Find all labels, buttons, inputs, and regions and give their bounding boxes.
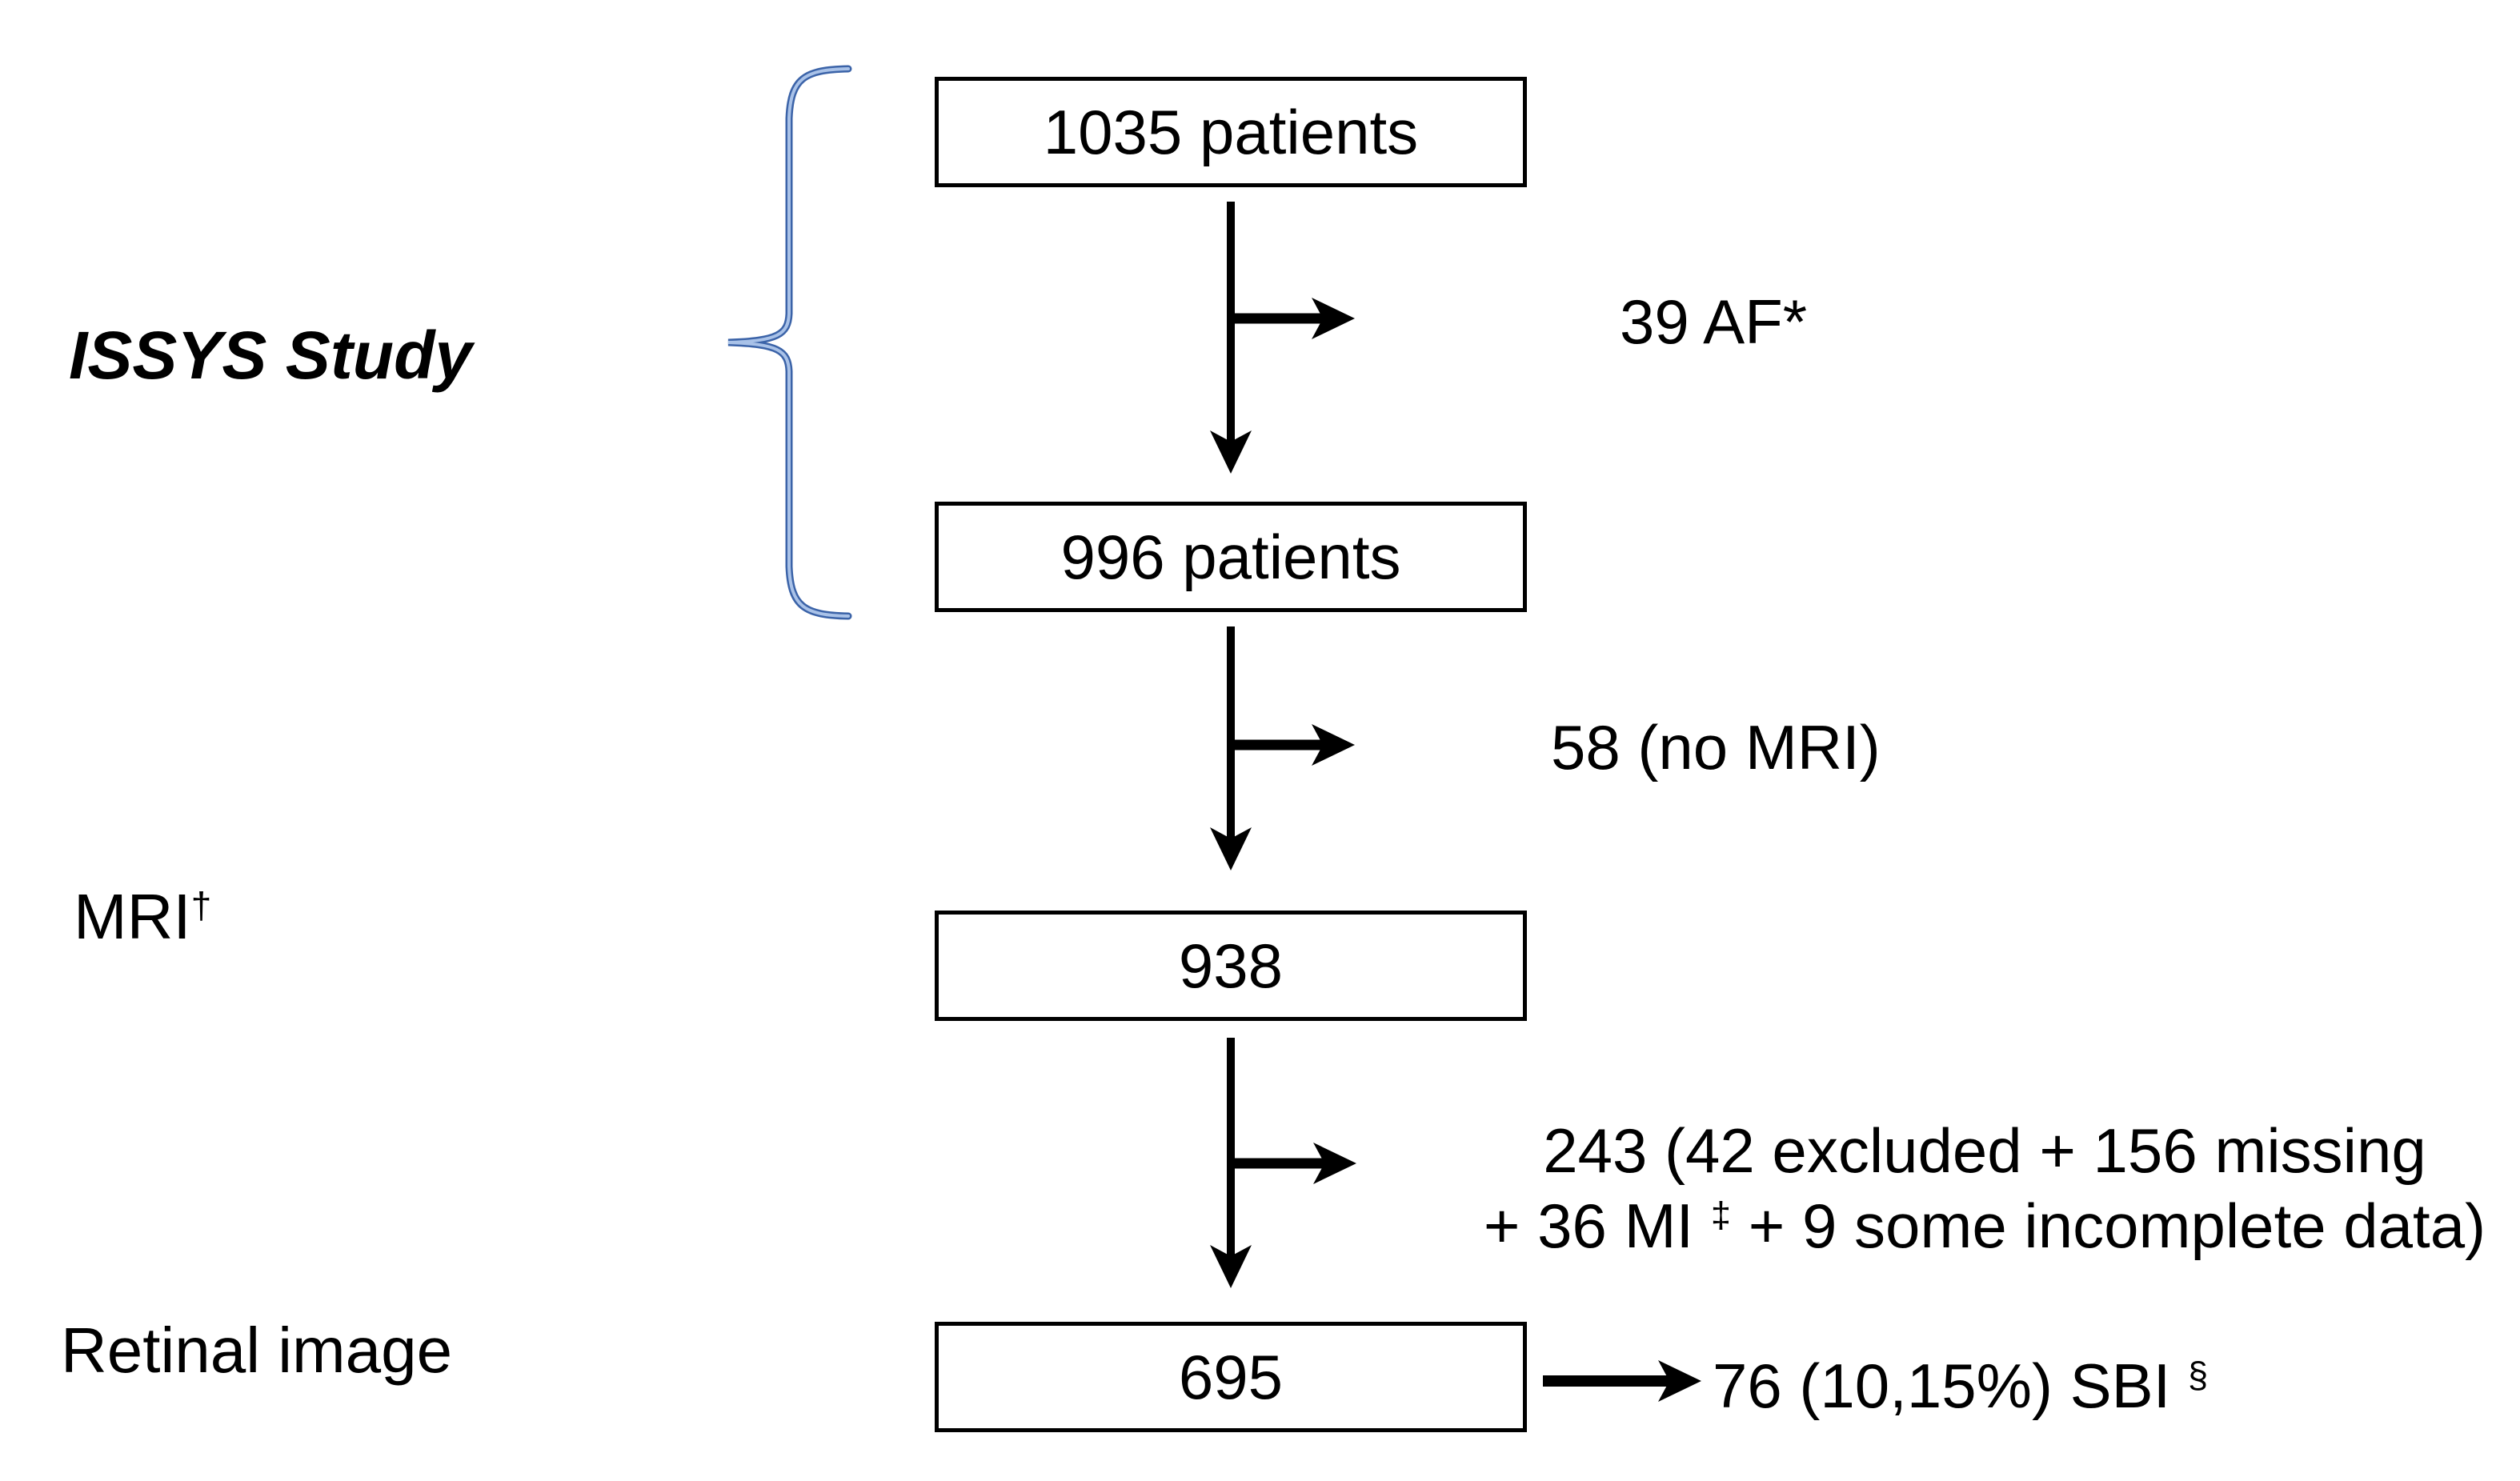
label-af-excluded: 39 AF* <box>1620 286 1808 357</box>
arrow-1035-to-996-head <box>1210 430 1252 474</box>
arrow-excluded-branch-head <box>1313 1143 1356 1184</box>
arrow-938-to-695 <box>1210 1038 1252 1288</box>
label-retinal-excluded-line1: 243 (42 excluded + 156 missing <box>1543 1115 2426 1186</box>
arrow-938-to-695-head <box>1210 1245 1252 1288</box>
box-996-patients: 996 patients <box>935 502 1527 612</box>
label-no-mri-excluded: 58 (no MRI) <box>1551 712 1881 783</box>
box-938-label: 938 <box>1178 931 1284 1001</box>
arrow-af-branch <box>1231 298 1355 339</box>
side-label-mri-text: MRI <box>74 881 191 952</box>
arrow-695-to-sbi-head <box>1658 1360 1701 1402</box>
side-label-issys-study: ISSYS Study <box>69 318 473 393</box>
box-1035-patients: 1035 patients <box>935 77 1527 187</box>
label-retinal-excluded-line2-pre: + 36 MI <box>1483 1190 1711 1261</box>
arrow-996-to-938-head <box>1210 827 1252 871</box>
double-dagger-symbol: ‡ <box>1710 1194 1732 1235</box>
issys-brace-inner <box>727 67 850 618</box>
label-sbi-result-text: 76 (10,15%) SBI <box>1713 1351 2188 1421</box>
label-retinal-excluded: 243 (42 excluded + 156 missing + 36 MI ‡… <box>1464 1114 2505 1263</box>
side-label-retinal-image: Retinal image <box>61 1315 453 1386</box>
arrow-af-branch-head <box>1312 298 1355 339</box>
arrow-no-mri-branch-head <box>1312 724 1355 766</box>
issys-brace <box>727 65 852 620</box>
arrow-no-mri-branch <box>1231 724 1355 766</box>
box-695: 695 <box>935 1322 1527 1432</box>
arrow-996-to-938 <box>1210 626 1252 871</box>
box-996-patients-label: 996 patients <box>1060 522 1401 592</box>
label-retinal-excluded-line2-post: + 9 some incomplete data) <box>1731 1190 2486 1261</box>
side-label-mri: MRI† <box>74 885 211 949</box>
mri-dagger-symbol: † <box>190 884 212 927</box>
arrow-695-to-sbi <box>1543 1360 1701 1402</box>
box-938: 938 <box>935 911 1527 1021</box>
label-sbi-result: 76 (10,15%) SBI § <box>1713 1349 2208 1424</box>
arrow-1035-to-996 <box>1210 202 1252 474</box>
arrow-excluded-branch <box>1231 1143 1356 1184</box>
label-retinal-excluded-line2: + 36 MI ‡ + 9 some incomplete data) <box>1464 1189 2505 1264</box>
section-sign-symbol: § <box>2188 1355 2209 1396</box>
box-1035-patients-label: 1035 patients <box>1043 97 1419 167</box>
box-695-label: 695 <box>1178 1342 1284 1412</box>
